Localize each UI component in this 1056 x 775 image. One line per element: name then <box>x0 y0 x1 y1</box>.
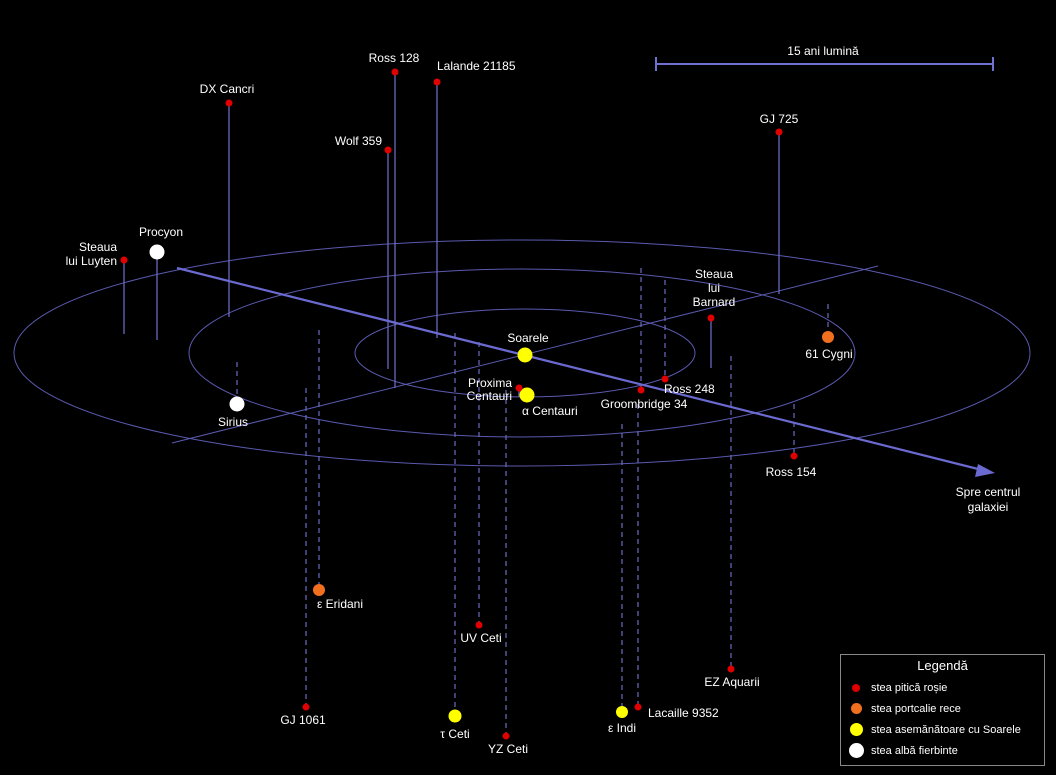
scale-bar <box>655 57 994 71</box>
label-barnard-3: Barnard <box>693 295 736 309</box>
label-luyten-2: lui Luyten <box>66 254 117 268</box>
label-ross248: Ross 248 <box>664 382 715 396</box>
label-barnard-1: Steaua <box>695 267 733 281</box>
star-dot-uv-ceti <box>475 621 483 629</box>
star-dot-sirius <box>229 396 245 412</box>
ring-outer <box>13 239 1031 467</box>
label-lalande: Lalande 21185 <box>437 59 516 73</box>
star-dot-gj1061 <box>302 703 310 711</box>
label-yz-ceti: YZ Ceti <box>488 742 528 756</box>
star-dot-gj725 <box>775 128 783 136</box>
star-dot-ross248 <box>661 375 669 383</box>
label-proxima-1: Proxima <box>468 376 512 390</box>
center-label-line2: galaxiei <box>968 500 1009 514</box>
star-dot-luyten <box>120 256 128 264</box>
legend-item-label: stea portcalie rece <box>871 702 961 715</box>
legend-item-sunlike: stea asemănătoare cu Soarele <box>841 719 1044 740</box>
star-dot-ross154 <box>790 452 798 460</box>
star-dot-tau-ceti <box>448 709 462 723</box>
label-lacaille: Lacaille 9352 <box>648 706 719 720</box>
sunlike-dot-icon <box>849 723 863 736</box>
legend: Legendă stea pitică roșie stea portcalie… <box>840 654 1045 766</box>
label-sun: Soarele <box>507 331 549 345</box>
legend-item-orange-dwarf: stea portcalie rece <box>841 698 1044 719</box>
label-procyon: Procyon <box>139 225 183 239</box>
red-dwarf-dot-icon <box>852 683 860 692</box>
label-eps-eridani: ε Eridani <box>317 597 363 611</box>
legend-item-label: stea pitică roșie <box>871 681 948 694</box>
star-dot-sun <box>517 347 533 363</box>
star-dot-groombridge <box>637 386 645 394</box>
label-tau-ceti: τ Ceti <box>440 727 469 741</box>
arrow-head-icon <box>975 464 995 477</box>
label-61cygni: 61 Cygni <box>805 347 852 361</box>
star-dot-eps-indi <box>616 706 628 718</box>
star-dot-eps-eridani <box>313 584 325 596</box>
label-dx-cancri: DX Cancri <box>200 82 255 96</box>
center-label-line1: Spre centrul <box>956 485 1021 499</box>
star-dot-lacaille <box>634 703 642 711</box>
stems-below <box>236 268 829 736</box>
legend-title: Legendă <box>917 658 968 673</box>
star-dot-wolf359 <box>384 146 392 154</box>
star-dot-barnard <box>707 314 715 322</box>
label-alpha-centauri: α Centauri <box>522 404 578 418</box>
legend-item-white: stea albă fierbinte <box>841 740 1044 761</box>
label-wolf359: Wolf 359 <box>335 134 382 148</box>
label-barnard-2: lui <box>708 281 720 295</box>
galactic-center-arrow <box>176 266 995 477</box>
orange-dwarf-dot-icon <box>850 703 862 714</box>
scale-bar-label: 15 ani lumină <box>787 44 859 58</box>
label-sirius: Sirius <box>218 415 248 429</box>
legend-item-label: stea albă fierbinte <box>871 744 958 757</box>
star-dot-lalande <box>433 78 441 86</box>
star-labels: Soarele α Centauri Proxima Centauri Ross… <box>66 51 853 756</box>
label-proxima-2: Centauri <box>467 389 512 403</box>
star-dot-ross128 <box>391 68 399 76</box>
label-ez-aquarii: EZ Aquarii <box>704 675 759 689</box>
star-dot-ez-aquarii <box>727 665 735 673</box>
star-dot-alpha-centauri <box>519 387 535 403</box>
ring-middle <box>188 268 856 438</box>
stems-above <box>123 72 780 397</box>
star-markers <box>120 68 834 740</box>
label-gj1061: GJ 1061 <box>280 713 326 727</box>
star-dot-procyon <box>149 244 165 260</box>
label-gj725: GJ 725 <box>760 112 799 126</box>
label-ross128: Ross 128 <box>369 51 420 65</box>
label-groombridge: Groombridge 34 <box>601 397 688 411</box>
label-eps-indi: ε Indi <box>608 721 636 735</box>
legend-item-label: stea asemănătoare cu Soarele <box>871 723 1021 736</box>
star-dot-proxima <box>515 384 523 392</box>
label-ross154: Ross 154 <box>766 465 817 479</box>
legend-item-red-dwarf: stea pitică roșie <box>841 677 1044 698</box>
white-star-dot-icon <box>848 743 864 758</box>
star-dot-dx-cancri <box>225 99 233 107</box>
label-uv-ceti: UV Ceti <box>460 631 501 645</box>
label-luyten-1: Steaua <box>79 240 117 254</box>
star-dot-yz-ceti <box>502 732 510 740</box>
star-dot-61cygni <box>822 331 834 343</box>
